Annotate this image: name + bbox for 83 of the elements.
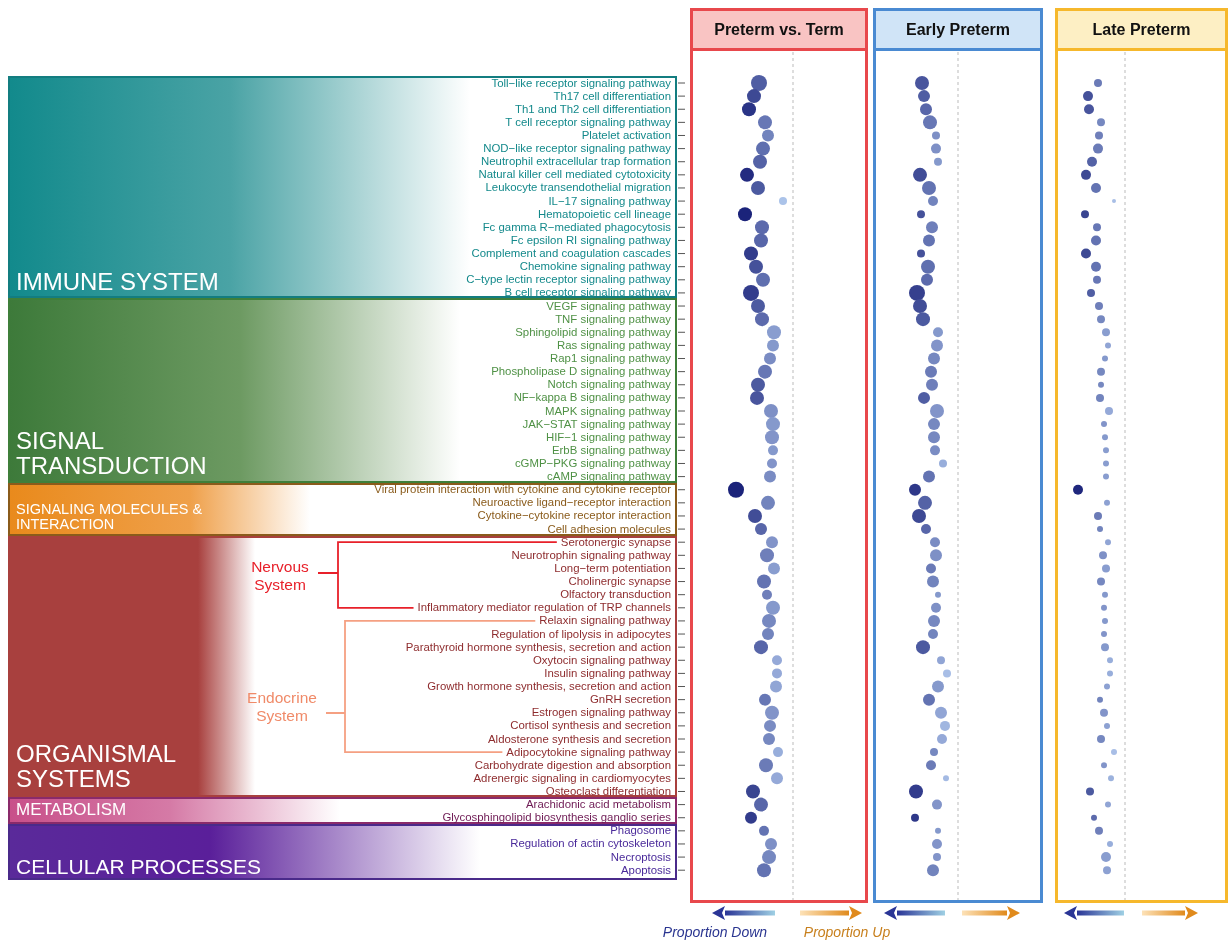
category-heading: IMMUNE SYSTEM xyxy=(16,268,219,294)
pathway-label: Serotonergic synapse xyxy=(560,535,671,549)
axis-direction-label: Proportion Up xyxy=(802,924,892,941)
pathway-label: Th1 and Th2 cell differentiation xyxy=(515,102,671,116)
category-heading: ORGANISMAL SYSTEMS xyxy=(16,740,177,791)
pathway-label: Leukocyte transendothelial migration xyxy=(485,181,671,195)
pathway-label: Th17 cell differentiation xyxy=(553,89,671,103)
pathway-label: Regulation of actin cytoskeleton xyxy=(510,837,671,851)
panel-title: Late Preterm xyxy=(1058,11,1225,51)
category-heading: METABOLISM xyxy=(16,801,127,819)
pathway-label: TNF signaling pathway xyxy=(555,312,671,326)
pathway-label: Fc gamma R−mediated phagocytosis xyxy=(482,220,671,234)
pathway-label: Natural killer cell mediated cytotoxicity xyxy=(478,168,671,182)
pathway-label: Osteoclast differentiation xyxy=(545,784,671,798)
pathway-label: Notch signaling pathway xyxy=(547,378,671,392)
pathway-label: Glycosphingolipid biosynthesis ganglio series xyxy=(442,811,671,825)
category-band xyxy=(8,536,677,797)
pathway-label: Phospholipase D signaling pathway xyxy=(491,365,671,379)
pathway-label: Viral protein interaction with cytokine and cytokine receptor xyxy=(374,483,671,497)
pathway-label: Aldosterone synthesis and secretion xyxy=(488,732,671,746)
pathway-label: Fc epsilon RI signaling pathway xyxy=(510,233,671,247)
category-band xyxy=(8,797,677,824)
pathway-label: Adrenergic signaling in cardiomyocytes xyxy=(473,771,671,785)
pathway-label: Neutrophil extracellular trap formation xyxy=(481,155,671,169)
pathway-label: Olfactory transduction xyxy=(560,588,671,602)
pathway-label: ErbB signaling pathway xyxy=(551,443,671,457)
panel xyxy=(1055,8,1228,903)
pathway-label: IL−17 signaling pathway xyxy=(548,194,671,208)
pathway-label: JAK−STAT signaling pathway xyxy=(522,417,671,431)
pathway-label: Arachidonic acid metabolism xyxy=(526,798,671,812)
pathway-label: Ras signaling pathway xyxy=(557,338,671,352)
pathway-label: Chemokine signaling pathway xyxy=(519,260,671,274)
pathway-label: Toll−like receptor signaling pathway xyxy=(491,76,671,90)
pathway-label: cGMP−PKG signaling pathway xyxy=(514,456,671,470)
pathway-label: Neuroactive ligand−receptor interaction xyxy=(472,496,671,510)
panel-title: Early Preterm xyxy=(876,11,1040,51)
axis-direction-label: Proportion Down xyxy=(661,924,769,941)
pathway-label: Cytokine−cytokine receptor interaction xyxy=(477,509,671,523)
pathway-label: Carbohydrate digestion and absorption xyxy=(474,758,671,772)
category-heading: CELLULAR PROCESSES xyxy=(16,855,262,878)
pathway-label: Growth hormone synthesis, secretion and action xyxy=(427,680,671,693)
pathway-label: Phagosome xyxy=(610,824,671,838)
pathway-label: Necroptosis xyxy=(610,850,671,864)
pathway-label: HIF−1 signaling pathway xyxy=(545,430,671,444)
pathway-label: Estrogen signaling pathway xyxy=(531,706,671,720)
pathway-label: Oxytocin signaling pathway xyxy=(532,653,671,667)
panel xyxy=(873,8,1043,903)
pathway-label: Cell adhesion molecules xyxy=(547,522,671,536)
pathway-label: MAPK signaling pathway xyxy=(545,404,671,418)
pathway-label: GnRH secretion xyxy=(589,693,671,707)
pathway-label: Parathyroid hormone synthesis, secretion and action xyxy=(405,640,671,654)
pathway-label: Inflammatory mediator regulation of TRP channels xyxy=(417,601,671,615)
category-band xyxy=(8,483,677,536)
pathway-label: B cell receptor signaling pathway xyxy=(504,286,671,300)
pathway-label: Neurotrophin signaling pathway xyxy=(511,548,671,562)
pathway-label: Sphingolipid signaling pathway xyxy=(515,325,671,339)
pathway-label: NF−kappa B signaling pathway xyxy=(513,391,671,405)
pathway-label: T cell receptor signaling pathway xyxy=(505,115,671,129)
pathway-label: Apoptosis xyxy=(620,863,671,877)
pathway-label: Insulin signaling pathway xyxy=(544,666,671,680)
category-band xyxy=(8,76,677,298)
panel xyxy=(690,8,868,903)
pathway-label: NOD−like receptor signaling pathway xyxy=(483,142,671,156)
category-band xyxy=(8,298,677,483)
pathway-label: Hematopoietic cell lineage xyxy=(538,207,671,221)
pathway-label: VEGF signaling pathway xyxy=(546,299,671,313)
panel-title: Preterm vs. Term xyxy=(693,11,865,51)
pathway-label: Relaxin signaling pathway xyxy=(539,614,671,628)
category-band xyxy=(8,824,677,880)
category-heading: SIGNALING MOLECULES & INTERACTION xyxy=(16,501,204,532)
pathway-label: Cholinergic synapse xyxy=(568,575,671,589)
pathway-label: Rap1 signaling pathway xyxy=(550,352,671,365)
group-label: Endocrine System xyxy=(246,689,318,725)
pathway-label: C−type lectin receptor signaling pathway xyxy=(466,273,671,287)
pathway-label: cAMP signaling pathway xyxy=(547,470,671,484)
pathway-label: Long−term potentiation xyxy=(554,561,671,575)
pathway-label: Complement and coagulation cascades xyxy=(471,247,671,261)
pathway-label: Regulation of lipolysis in adipocytes xyxy=(491,627,671,641)
group-label: Nervous System xyxy=(250,558,310,594)
pathway-label: Cortisol synthesis and secretion xyxy=(510,719,671,733)
pathway-label: Adipocytokine signaling pathway xyxy=(506,745,671,759)
category-heading: SIGNAL TRANSDUCTION xyxy=(16,427,208,478)
pathway-label: Platelet activation xyxy=(581,128,671,142)
